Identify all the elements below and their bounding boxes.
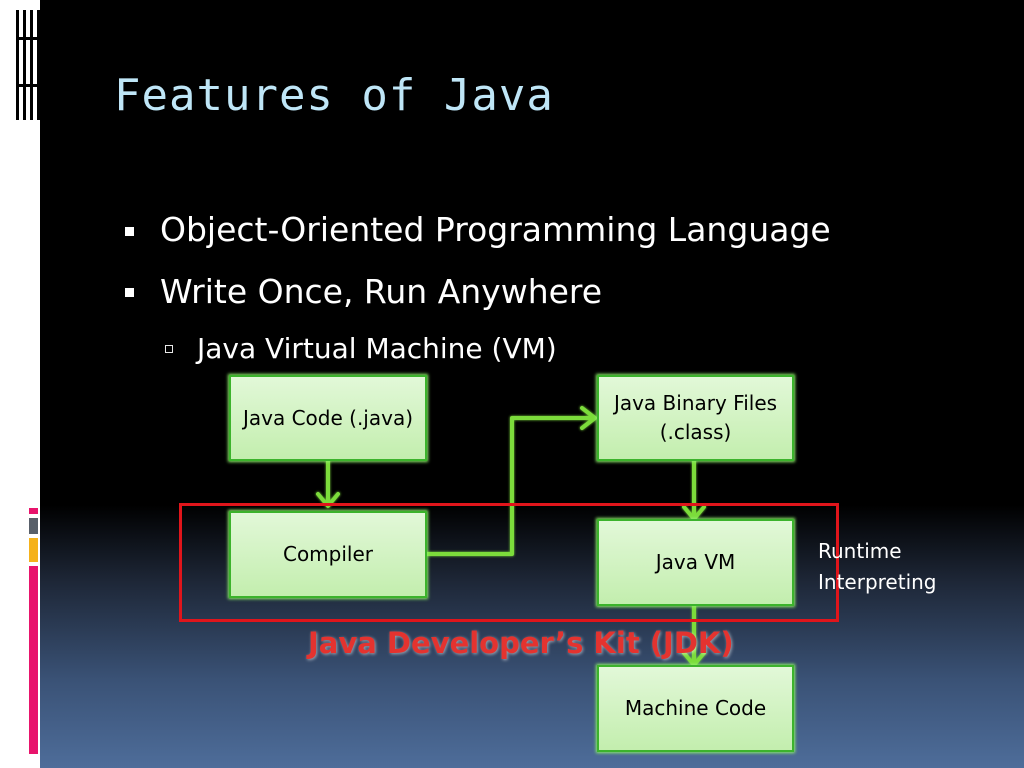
box-binary-line1: Java Binary Files bbox=[613, 391, 778, 415]
box-java-code: Java Code (.java) bbox=[229, 375, 427, 461]
accent-red-bar bbox=[29, 566, 38, 754]
bullet-marker bbox=[125, 227, 134, 236]
slide-title: Features of Java bbox=[114, 70, 554, 121]
box-java-code-label: Java Code (.java) bbox=[242, 405, 414, 430]
box-binary-line2: (.class) bbox=[659, 420, 732, 444]
jdk-label: Java Developer’s Kit (JDK) bbox=[308, 626, 734, 660]
bullet-marker bbox=[125, 288, 134, 297]
box-java-binary-files: Java Binary Files (.class) bbox=[597, 375, 794, 461]
accent-gray bbox=[29, 518, 38, 534]
arrow-compiler-to-binary bbox=[425, 416, 596, 556]
bullet-oop: Object-Oriented Programming Language bbox=[160, 210, 831, 249]
accent-yellow bbox=[29, 538, 38, 562]
box-machine-code-label: Machine Code bbox=[624, 696, 767, 720]
box-compiler: Compiler bbox=[229, 511, 427, 598]
accent-red-top bbox=[29, 508, 38, 514]
sub-bullet-marker bbox=[165, 345, 173, 353]
bullet-write-once: Write Once, Run Anywhere bbox=[160, 272, 603, 311]
grid-lines-icon bbox=[16, 10, 40, 120]
box-machine-code: Machine Code bbox=[597, 665, 794, 752]
runtime-line2: Interpreting bbox=[818, 570, 937, 594]
sub-bullet-jvm: Java Virtual Machine (VM) bbox=[197, 332, 557, 365]
box-java-vm-label: Java VM bbox=[655, 550, 736, 574]
jdk-frame bbox=[179, 503, 839, 622]
runtime-line1: Runtime bbox=[818, 539, 902, 563]
box-compiler-label: Compiler bbox=[282, 542, 374, 566]
left-decor-bar bbox=[0, 0, 40, 768]
runtime-interpreting-note: Runtime Interpreting bbox=[818, 536, 937, 598]
box-java-vm: Java VM bbox=[597, 519, 794, 606]
